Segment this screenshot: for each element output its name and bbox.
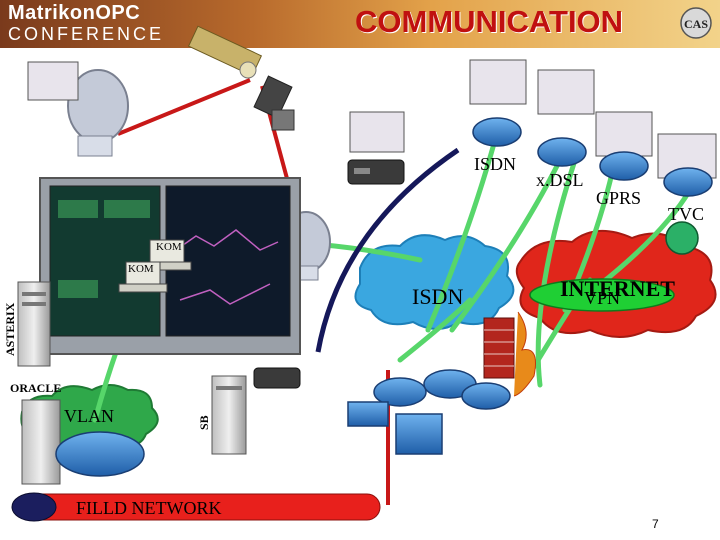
header-banner: MatrikonOPC CONFERENCE COMMUNICATION CAS [0,0,720,48]
modem-top-icon [347,159,405,185]
label-field-network: FILLD NETWORK [76,498,221,518]
control-console-icon [39,177,301,355]
routers [55,117,713,477]
label-xdsl: x.DSL [536,170,584,190]
link-internet-routers [397,297,473,363]
page-number: 7 [652,517,659,531]
label-gprs: GPRS [596,188,641,208]
isdn-cloud [354,234,515,330]
label-vlan: VLAN [64,406,114,426]
cas-logo-text: CAS [684,17,708,31]
workstation-kom2-icon [118,261,168,293]
tvc-ball-icon [665,221,699,255]
rtu-panel-2 [349,111,405,153]
label-oracle: ORACLE [10,381,61,395]
conference-logo-name: MatrikonOPC [8,2,141,24]
field-network-bar [11,492,381,522]
server-sb-icon [211,375,247,455]
rtu-panel-1 [27,61,79,101]
label-asterix: ASTERIX [3,302,17,356]
cas-logo-icon: CAS [680,7,712,39]
label-sb: SB [197,415,211,430]
router-xdsl [537,137,587,167]
router-field-3 [461,382,511,410]
server-oracle-icon [21,399,61,485]
switch-field-2 [395,413,443,455]
link-isdn-router [425,137,498,333]
label-isdn-cloud: ISDN [412,284,463,309]
label-isdn-top: ISDN [474,154,516,174]
rtu-panel-5 [595,111,653,157]
router-tvc [663,167,713,197]
vpn-tunnel [529,278,675,312]
slide-title: COMMUNICATION [355,4,624,39]
link-navy [315,147,460,353]
label-kom1: KOM [156,241,182,253]
server-asterix-icon [17,281,51,367]
label-tvc: TVC [668,204,704,224]
remote-panels [27,59,717,179]
satellite-dish-left-icon [67,69,129,157]
switch-field-1 [347,401,389,427]
rtu-panel-3 [469,59,527,105]
link-xdsl-router [449,157,563,333]
firewall-icon [483,311,536,397]
rtu-panel-4 [537,69,595,115]
conference-logo-sub: CONFERENCE [8,24,165,44]
router-vlan [55,431,145,477]
router-isdn [472,117,522,147]
diagram-labels: ISDN x.DSL GPRS TVC ISDN INTERNET VPN KO… [3,154,704,531]
link-navy-curve [315,147,460,353]
router-gprs [599,151,649,181]
link-satellite-dish-left [117,78,251,136]
label-internet: INTERNET [560,276,675,301]
label-vpn: VPN [584,288,620,308]
router-field-1 [373,377,427,407]
label-kom2: KOM [128,263,154,275]
satellite-icon [187,25,295,131]
modem-bottom-icon [253,367,301,389]
